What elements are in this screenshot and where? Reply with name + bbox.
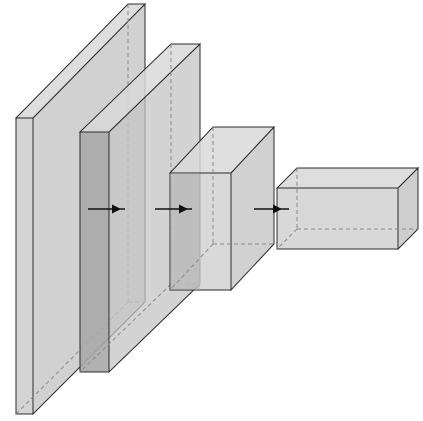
layer-4-block	[275, 166, 420, 251]
layer-2-front-face	[79, 131, 110, 373]
layer-4-top-face	[275, 167, 420, 189]
layer-4-hidden-edge	[276, 228, 298, 250]
connection-arrow-2-3	[155, 204, 192, 214]
connection-arrow-1-2	[88, 204, 125, 214]
layer-4-front-face	[276, 187, 399, 250]
layer-1-hidden-edge	[15, 301, 129, 415]
layer-3-block	[168, 125, 276, 292]
connection-arrow-3-4	[254, 204, 289, 214]
layer-3-overlap-shade	[170, 173, 200, 290]
layer-2-hidden-edge	[79, 283, 172, 373]
layer-3-hidden-edge	[169, 243, 214, 291]
layer-1-front-face	[15, 117, 34, 415]
layer-3-front-face	[169, 172, 232, 291]
